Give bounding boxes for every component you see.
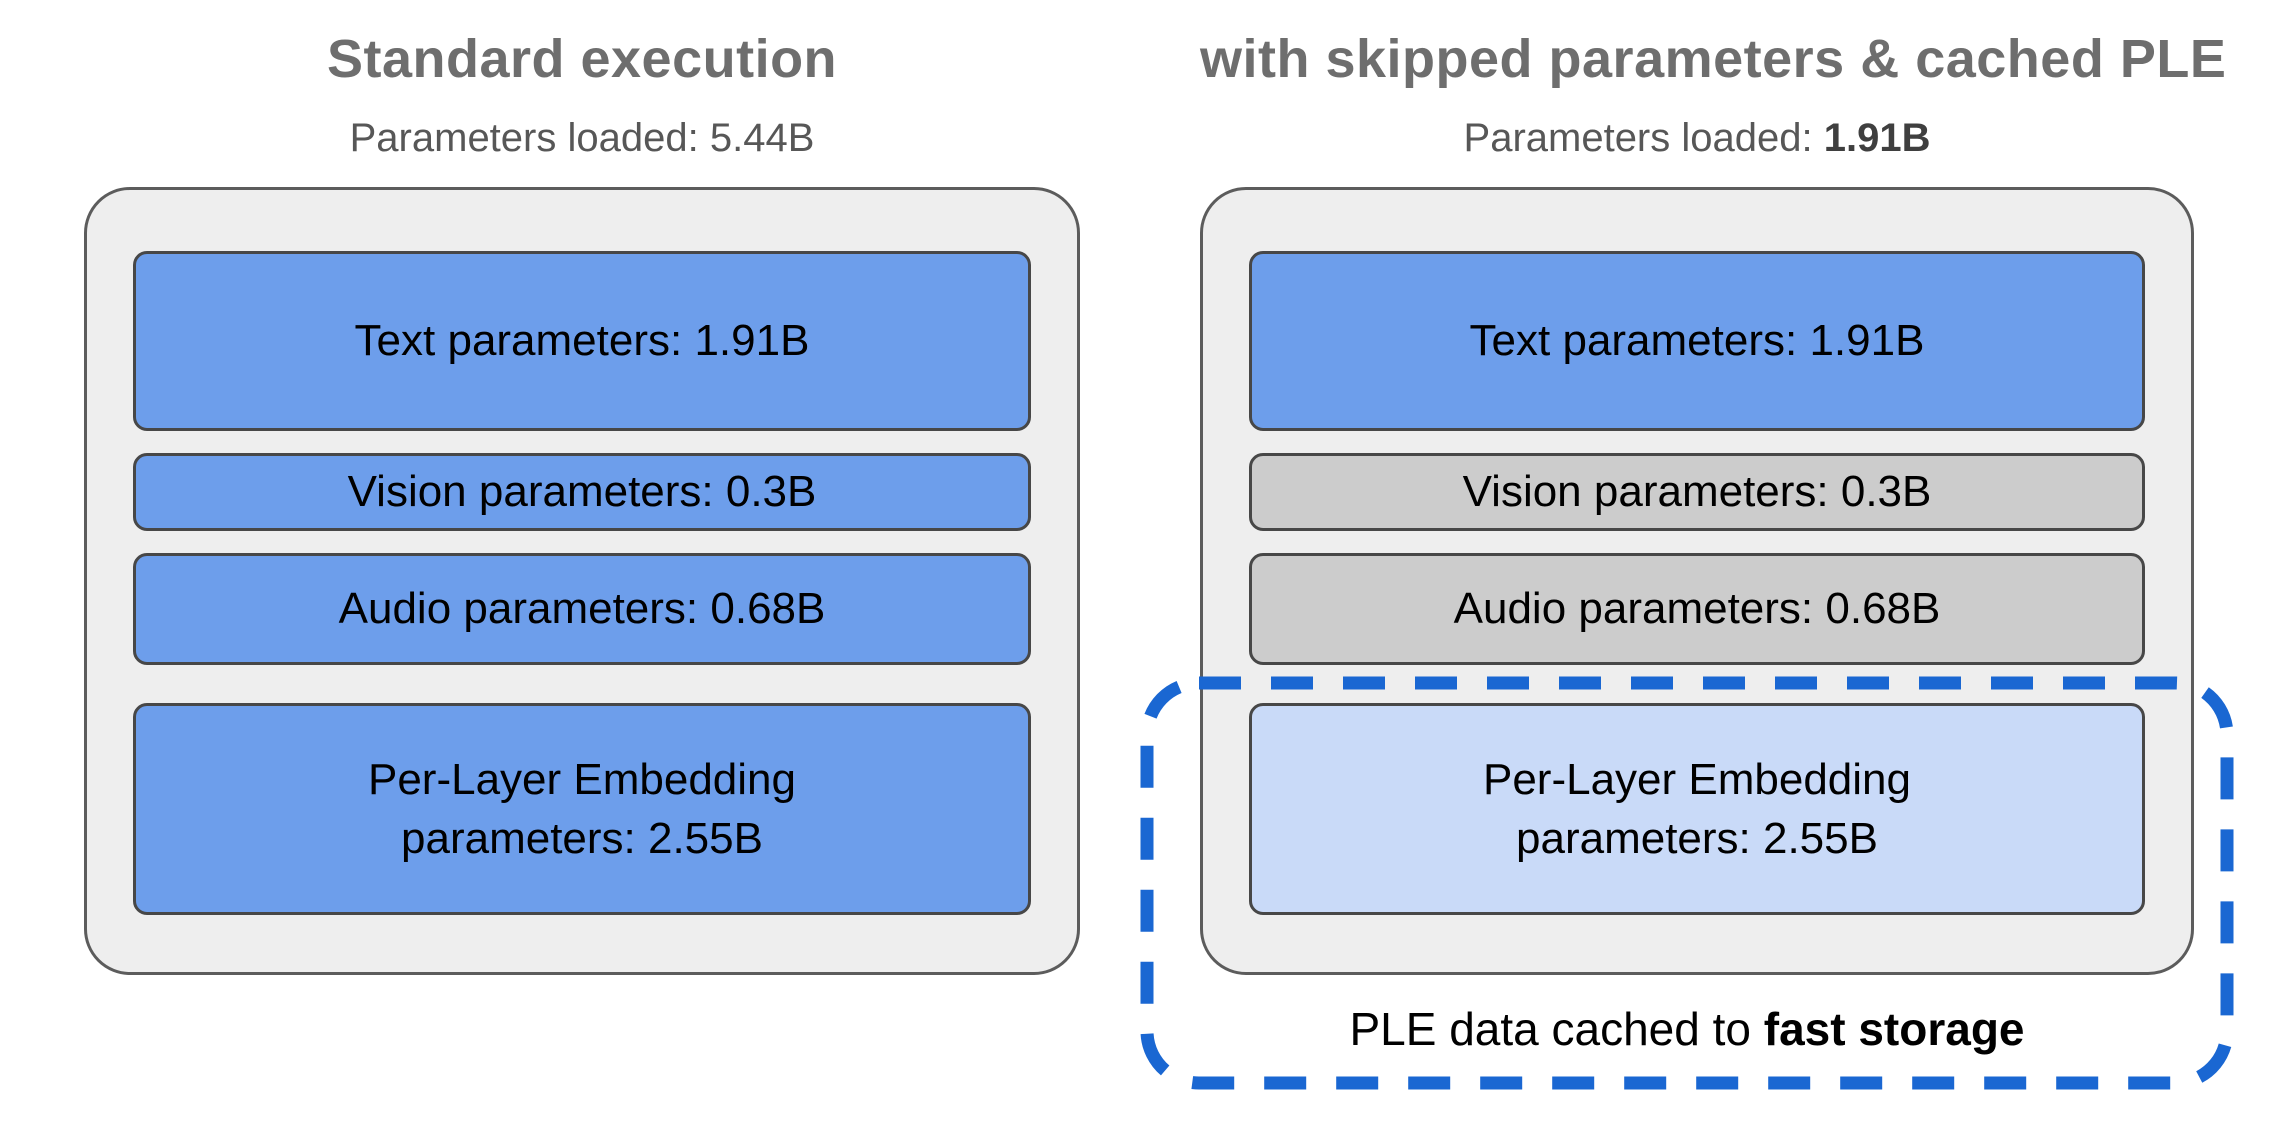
text-params-label: Text parameters: 1.91B — [354, 316, 810, 366]
vision-params-label: Vision parameters: 0.3B — [347, 467, 817, 517]
standard-params-loaded-subtitle: Parameters loaded: 5.44B — [84, 116, 1080, 161]
text-params-box: Text parameters: 1.91B — [133, 251, 1031, 431]
standard-model-container: Text parameters: 1.91B Vision parameters… — [84, 187, 1080, 975]
ple-cache-note-prefix: PLE data cached to — [1349, 1003, 1751, 1055]
text-params-box: Text parameters: 1.91B — [1249, 251, 2145, 431]
params-loaded-value: 5.44B — [709, 116, 815, 160]
ple-cache-note-bold-value: fast storage — [1763, 1003, 2025, 1055]
text-params-label: Text parameters: 1.91B — [1469, 316, 1925, 366]
vision-params-box: Vision parameters: 0.3B — [133, 453, 1031, 531]
skipped-params-loaded-subtitle: Parameters loaded: 1.91B — [1200, 116, 2194, 161]
ple-params-box: Per-Layer Embedding parameters: 2.55B — [133, 703, 1031, 915]
ple-params-label: Per-Layer Embedding parameters: 2.55B — [1482, 754, 1911, 863]
skipped-model-container: Text parameters: 1.91B Vision parameters… — [1200, 187, 2194, 975]
audio-params-box: Audio parameters: 0.68B — [133, 553, 1031, 665]
standard-execution-title: Standard execution — [326, 29, 838, 89]
params-loaded-label: Parameters loaded: — [1463, 116, 1813, 160]
skipped-cached-title: with skipped parameters & cached PLE — [1200, 29, 2227, 89]
audio-params-box-skipped: Audio parameters: 0.68B — [1249, 553, 2145, 665]
ple-cache-note: PLE data cached to fast storage — [1140, 1002, 2234, 1056]
ple-params-label: Per-Layer Embedding parameters: 2.55B — [367, 754, 796, 863]
params-loaded-label: Parameters loaded: — [349, 116, 699, 160]
audio-params-label: Audio parameters: 0.68B — [1453, 584, 1941, 634]
audio-params-label: Audio parameters: 0.68B — [338, 584, 826, 634]
vision-params-label: Vision parameters: 0.3B — [1462, 467, 1932, 517]
params-loaded-value: 1.91B — [1823, 116, 1931, 160]
ple-params-box-cached: Per-Layer Embedding parameters: 2.55B — [1249, 703, 2145, 915]
vision-params-box-skipped: Vision parameters: 0.3B — [1249, 453, 2145, 531]
